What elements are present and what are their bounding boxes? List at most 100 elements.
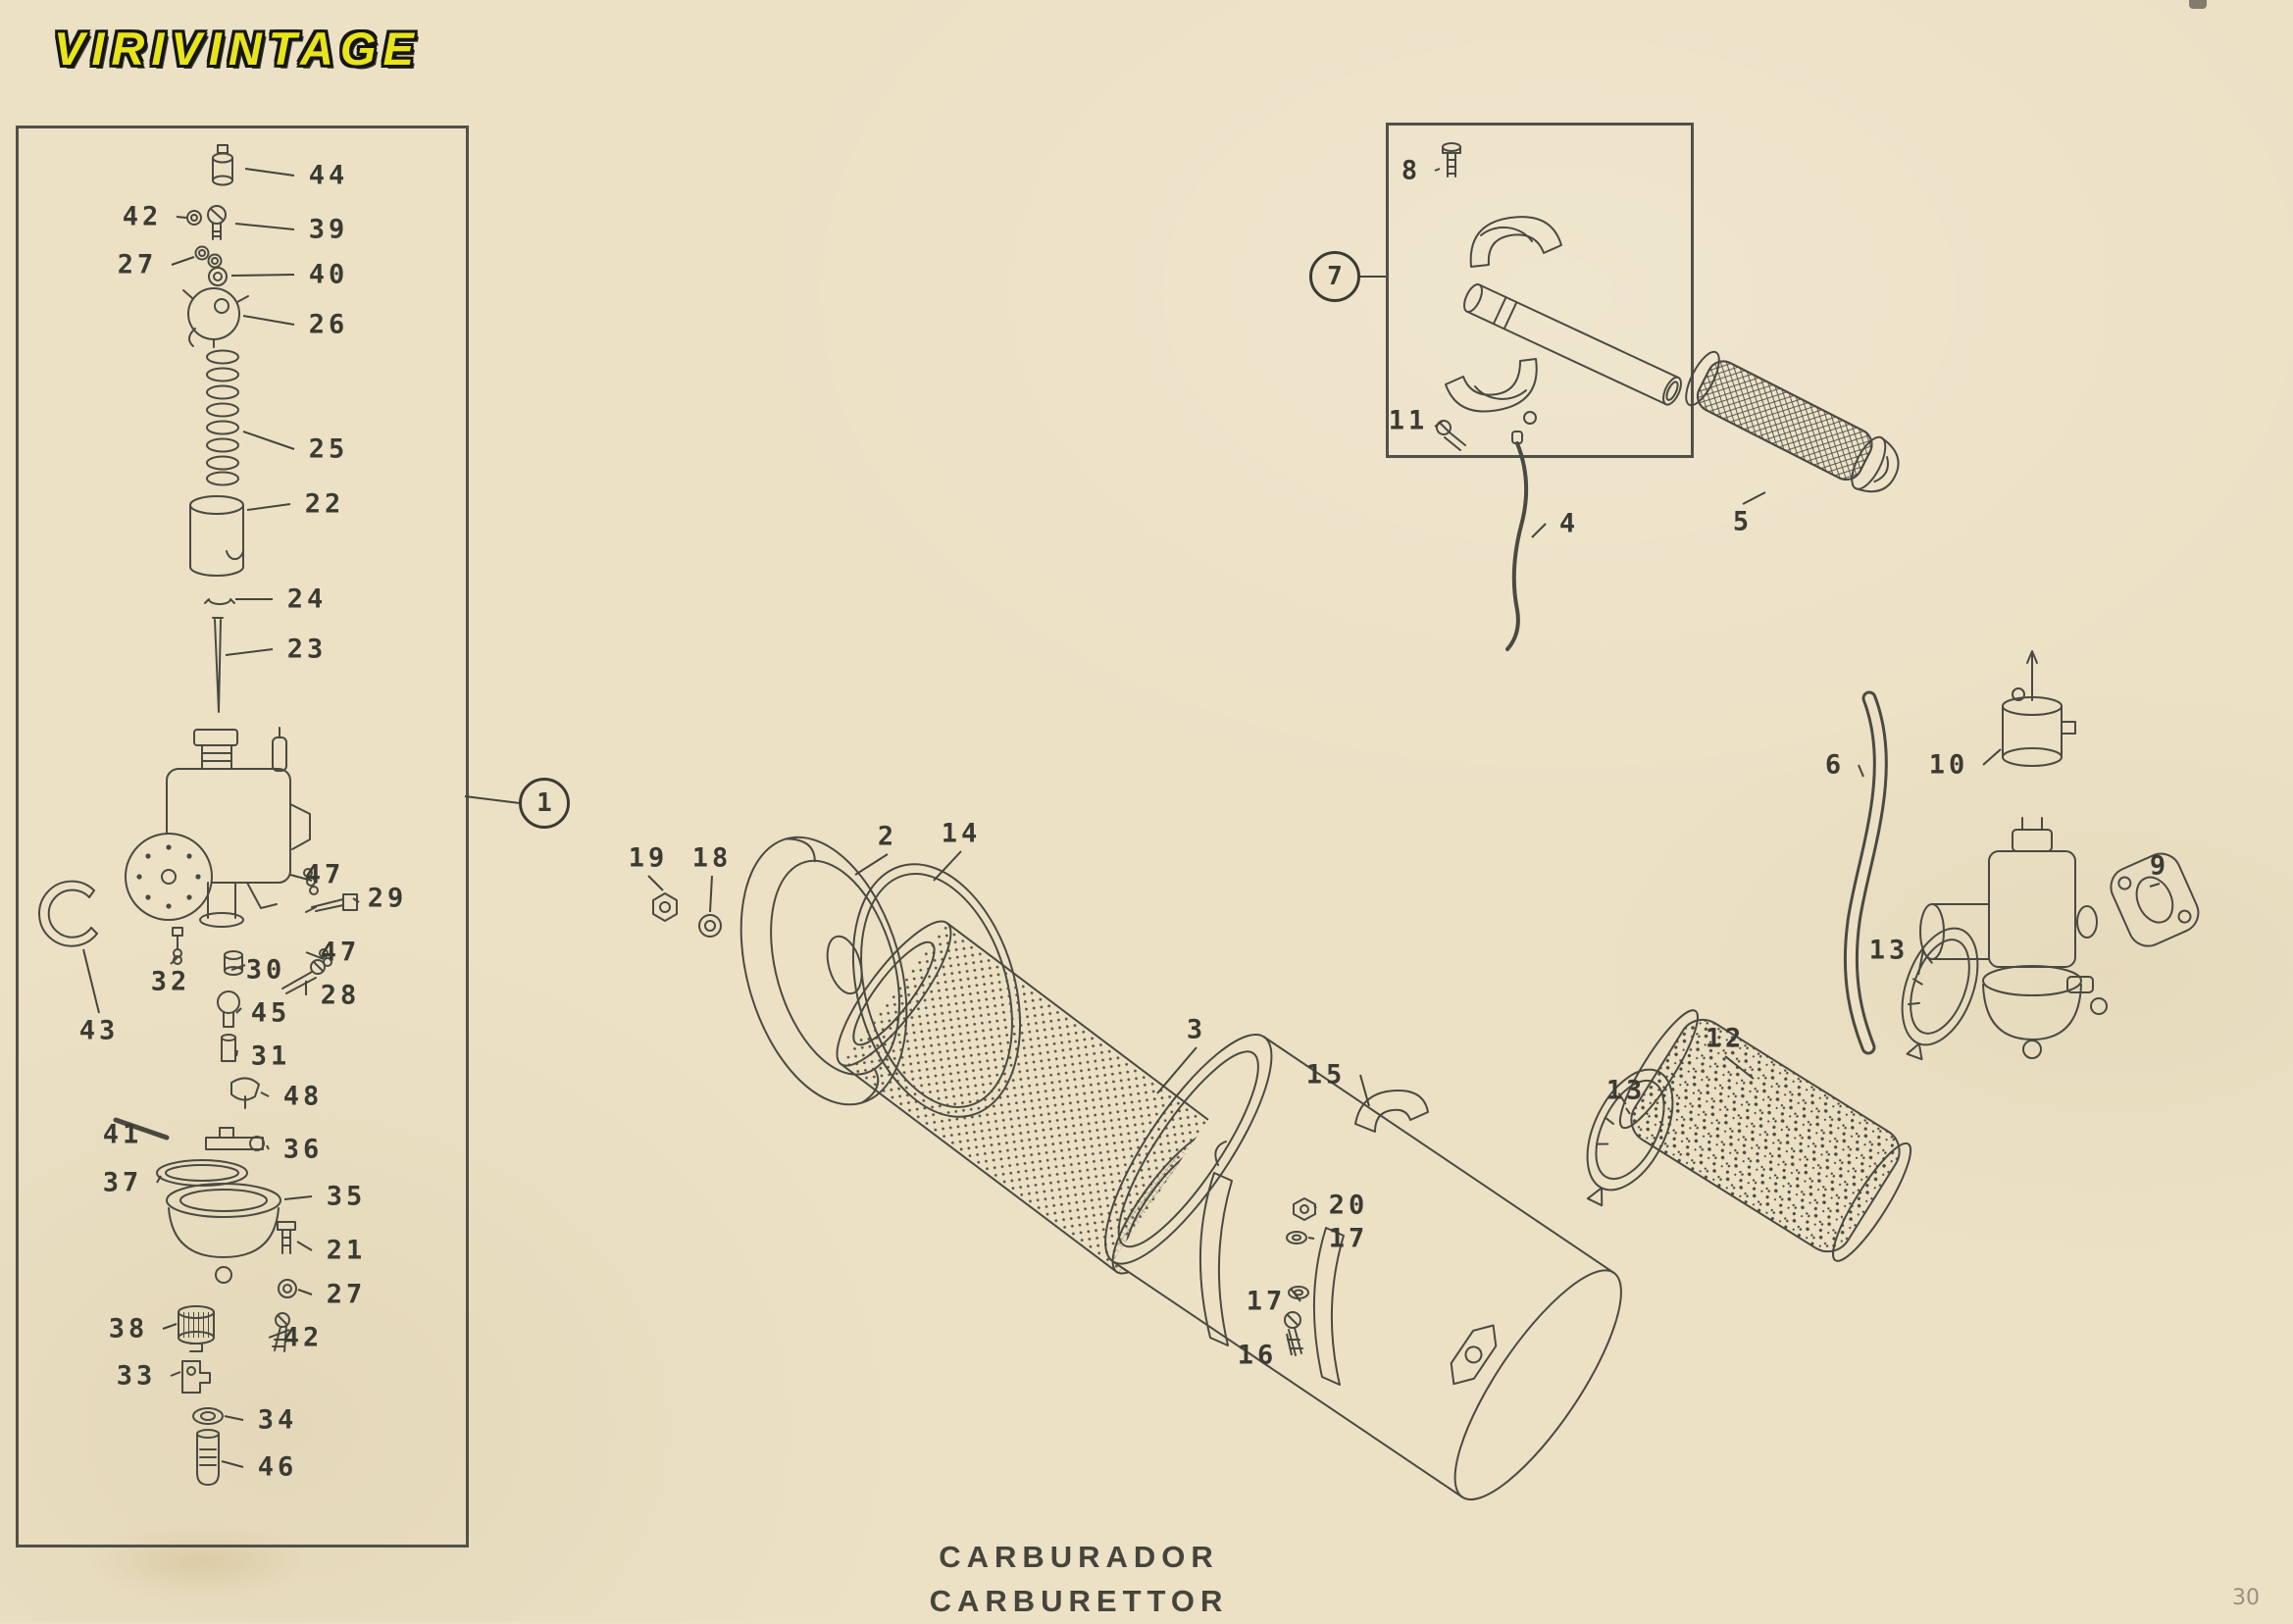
part-label-27: 27 [117,249,158,280]
part-label-2: 2 [877,821,898,852]
leader-line-20 [1313,1204,1317,1209]
leader-line-35 [283,1195,313,1200]
part-label-26: 26 [308,309,349,340]
leader-line-39 [234,223,295,230]
leader-line-27 [171,256,195,266]
part-label-43: 43 [78,1015,120,1046]
part-label-37: 37 [102,1167,143,1198]
leader-line-33 [170,1371,181,1377]
part-label-6: 6 [1824,749,1846,781]
title-spanish: CARBURADOR [939,1540,1219,1574]
leader-line-11 [1434,420,1444,428]
scan-artifact [2189,0,2207,9]
leader-line-27 [297,1289,313,1295]
part-label-11: 11 [1388,405,1429,436]
leader-line-30 [230,964,246,971]
leader-line-34 [224,1415,244,1421]
leader-line-1 [464,795,521,804]
part-label-39: 39 [308,214,349,245]
part-label-10: 10 [1928,749,1969,781]
part-label-19: 19 [628,842,669,874]
carburettor-exploded-drawing [38,144,358,1486]
leader-line-19 [647,875,664,891]
leader-line-21 [296,1241,313,1251]
leader-line-13 [1917,949,1924,976]
leader-line-6 [1858,764,1864,778]
part-label-38: 38 [108,1313,149,1345]
title-english: CARBURETTOR [929,1583,1229,1618]
carburettor-exploded-frame [16,126,469,1548]
air-filter-drawing [652,836,1622,1501]
part-label-42: 42 [282,1322,324,1353]
leader-line-46 [221,1460,244,1468]
part-label-13: 13 [1605,1075,1647,1106]
part-label-45: 45 [250,997,291,1029]
leader-line-23 [225,648,274,656]
leader-line-47 [289,874,313,882]
leader-line-48 [260,1091,270,1097]
part-label-33: 33 [116,1360,157,1392]
part-label-3: 3 [1186,1014,1207,1045]
part-label-13: 13 [1868,935,1910,966]
leader-line-42 [268,1329,290,1339]
part-label-30: 30 [245,954,286,986]
virivintage-logo: VIRIVINTAGE [54,23,421,75]
leader-line-4 [1531,523,1547,538]
filter-housing [1104,1033,1622,1501]
leader-line-16 [1286,1333,1293,1356]
leader-line-47 [305,951,325,960]
leader-line-3 [1156,1046,1197,1094]
leader-line-45 [235,1007,242,1014]
leader-line-12 [1724,1055,1755,1080]
part-label-16: 16 [1237,1340,1278,1371]
leader-line-22 [246,503,291,511]
part-label-21: 21 [326,1235,367,1266]
leader-line-26 [242,315,295,326]
leader-line-25 [242,431,295,450]
leader-line-37 [156,1175,162,1184]
part-label-14: 14 [941,818,982,849]
part-label-17: 17 [1246,1286,1287,1317]
part-label-23: 23 [286,634,328,665]
part-label-4: 4 [1558,508,1580,539]
part-label-31: 31 [250,1040,291,1072]
leader-line-42 [176,216,187,219]
leader-line-32 [170,956,178,965]
leader-line-31 [235,1049,238,1057]
part-label-25: 25 [308,433,349,465]
leader-line-44 [244,168,295,177]
page-title: CARBURADOR CARBURETTOR [930,1536,1229,1624]
part-label-42: 42 [122,201,163,232]
part-label-17: 17 [1328,1223,1369,1254]
part-label-27: 27 [326,1279,367,1310]
part-label-15: 15 [1305,1059,1347,1091]
leader-line-8 [1434,168,1441,172]
part-label-46: 46 [257,1451,298,1483]
leader-line-14 [933,850,962,882]
part-label-8: 8 [1401,155,1422,186]
leader-line-38 [162,1323,178,1330]
part-label-24: 24 [286,584,328,615]
leader-line-2 [854,853,889,876]
part-label-20: 20 [1328,1190,1369,1221]
part-label-22: 22 [304,488,345,520]
page-number: 30 [2232,1586,2260,1610]
part-label-18: 18 [691,842,733,874]
part-label-32: 32 [150,966,191,997]
leader-line-9 [2149,883,2161,888]
part-label-12: 12 [1705,1023,1746,1054]
leader-line-13 [1625,1107,1631,1115]
throttle-twistgrip-drawing [1436,142,1900,651]
leader-line-17 [1307,1237,1315,1240]
part-label-47: 47 [320,937,361,968]
leader-line-36 [266,1144,270,1150]
leader-line-15 [1359,1074,1370,1107]
part-label-34: 34 [257,1404,298,1436]
part-label-5: 5 [1732,506,1754,537]
paper-stain [59,1515,343,1608]
leader-line-17 [1290,1288,1301,1302]
